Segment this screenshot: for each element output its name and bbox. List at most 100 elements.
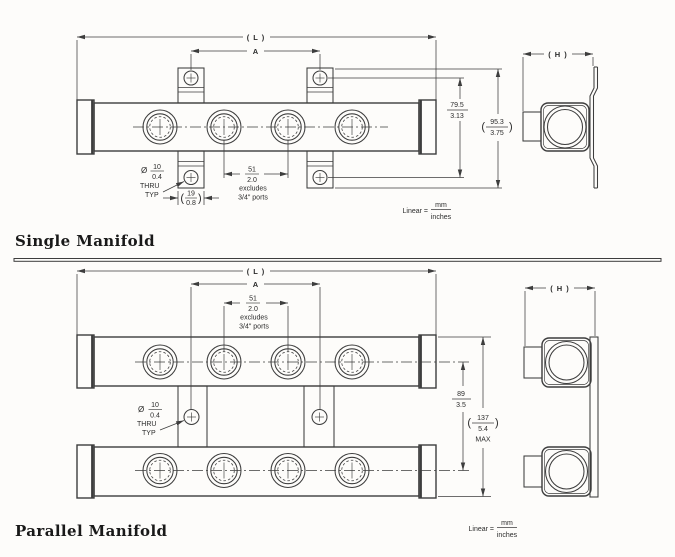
mounting-bracket-bottom-right	[306, 150, 334, 189]
dim-a-label: A	[253, 47, 259, 56]
hole-note-typ: TYP	[142, 430, 156, 437]
bracket-hole	[183, 70, 199, 86]
hole-dia-mm: 10	[151, 402, 159, 409]
port	[142, 452, 178, 489]
port	[142, 344, 178, 380]
units-legend: Linear = mm inches	[469, 520, 518, 539]
mount-hole-callout: Ø 10 0.4 THRU TYP	[140, 164, 185, 199]
paren-close: )	[495, 417, 499, 429]
side-body	[540, 102, 590, 152]
dim-bracket-offset: ( 19 0.8 )	[163, 191, 219, 207]
side-port	[544, 449, 589, 494]
hole-span-mm: 79.5	[450, 102, 464, 109]
single-manifold-side-view: ( H )	[522, 50, 599, 189]
end-cap-left	[76, 334, 95, 389]
port	[206, 344, 242, 380]
dim-length: ( L )	[76, 267, 437, 335]
port-spacing-in: 2.0	[248, 306, 258, 313]
overall-height-max: MAX	[475, 437, 491, 444]
dim-length-label: ( L )	[247, 33, 266, 42]
parallel-manifold-front-view: ( L ) A 51 2.0 excludes 3/4" ports	[76, 267, 499, 499]
dim-length-label: ( L )	[247, 267, 266, 276]
end-cap-right	[418, 334, 437, 389]
hole-note-thru: THRU	[137, 421, 156, 428]
offset-in: 0.8	[186, 200, 196, 207]
dim-overall-height: ( 95.3 3.75 )	[481, 69, 513, 188]
hole-note-typ: TYP	[145, 192, 159, 199]
single-manifold-front-view: ( L ) A	[76, 33, 513, 207]
dim-hole-span: 79.5 3.13	[328, 68, 502, 189]
hole-span-in: 3.13	[450, 113, 464, 120]
offset-mm: 19	[187, 191, 195, 198]
legend-num: mm	[501, 520, 513, 527]
bracket-hole	[312, 70, 328, 86]
diameter-symbol: Ø	[141, 166, 147, 175]
single-manifold-title: Single Manifold	[15, 232, 155, 250]
overall-height-in: 5.4	[478, 426, 488, 433]
side-port	[544, 340, 589, 385]
mounting-bracket-top-left	[177, 67, 205, 104]
hole-dia-mm: 10	[153, 164, 161, 171]
paren-close: )	[509, 121, 513, 133]
port-spacing-in: 2.0	[247, 177, 257, 184]
end-cap-right	[418, 99, 437, 155]
leader-arrow	[159, 420, 185, 431]
legend-den: inches	[497, 532, 518, 539]
manifold-body-lower	[76, 444, 470, 499]
parallel-manifold-title: Parallel Manifold	[15, 522, 168, 540]
overall-height-mm: 95.3	[490, 119, 504, 126]
manifold-body-upper	[76, 334, 470, 389]
dim-a-label: A	[253, 280, 259, 289]
hole-dia-in: 0.4	[150, 413, 160, 420]
paren-open: (	[481, 121, 485, 133]
side-mounting-plate	[589, 336, 599, 498]
side-tab-lower	[523, 455, 543, 488]
end-cap-right	[418, 444, 437, 499]
port	[334, 109, 370, 145]
legend-den: inches	[431, 214, 452, 221]
side-port	[543, 105, 587, 149]
side-tab-upper	[523, 346, 543, 379]
port	[334, 452, 370, 489]
port-spacing-note1: excludes	[239, 186, 267, 193]
row-span-mm: 89	[457, 391, 465, 398]
manifold-body	[76, 99, 437, 155]
row-span-in: 3.5	[456, 402, 466, 409]
legend-label: Linear =	[469, 526, 495, 533]
port	[270, 344, 306, 380]
legend-label: Linear =	[403, 208, 429, 215]
port	[270, 452, 306, 489]
dim-h-label: ( H )	[550, 284, 570, 293]
parallel-manifold-side-view: ( H )	[523, 284, 599, 498]
dim-h-label: ( H )	[548, 50, 568, 59]
bracket-plate-right	[303, 385, 335, 448]
port	[334, 344, 370, 380]
side-mounting-bracket	[589, 66, 599, 189]
overall-height-mm: 137	[477, 415, 489, 422]
section-divider	[13, 258, 662, 262]
dim-port-spacing: 51 2.0 excludes 3/4" ports	[223, 296, 289, 352]
hole-dia-in: 0.4	[152, 174, 162, 181]
bracket-hole	[183, 169, 199, 186]
port	[142, 109, 178, 145]
side-tab	[522, 111, 542, 142]
bracket-hole	[183, 408, 200, 426]
bracket-hole	[311, 408, 328, 426]
end-cap-left	[76, 99, 95, 155]
dim-h: ( H )	[522, 50, 594, 111]
bracket-plate-left	[177, 385, 208, 448]
dim-a: A	[190, 280, 321, 410]
mount-hole-callout: Ø 10 0.4 THRU TYP	[137, 402, 185, 437]
overall-height-in: 3.75	[490, 130, 504, 137]
dim-h: ( H )	[524, 284, 596, 346]
leader-arrow	[162, 181, 185, 193]
mounting-bracket-bottom-left	[177, 150, 205, 189]
units-legend: Linear = mm inches	[403, 202, 452, 221]
dim-row-span: 89 3.5	[452, 362, 471, 471]
port-spacing-mm: 51	[248, 167, 256, 174]
port-spacing-note2: 3/4" ports	[238, 195, 268, 202]
port-spacing-note1: excludes	[240, 315, 268, 322]
port-spacing-mm: 51	[249, 296, 257, 303]
